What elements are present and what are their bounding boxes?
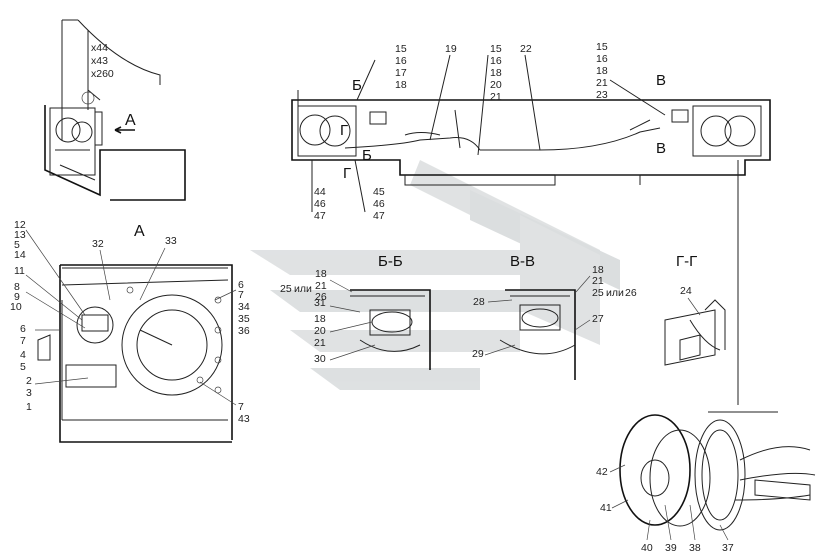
view-a-title: А (134, 223, 145, 240)
callout-15b: 15 (490, 43, 502, 55)
va-7c: 7 (238, 401, 244, 413)
callout-21c: 21 (596, 77, 608, 89)
section-gg: Г-Г 24 (664, 253, 726, 366)
d-42: 42 (596, 466, 608, 478)
bb-title: Б-Б (378, 253, 403, 270)
bb-21: 21 (315, 280, 327, 292)
callout-45: 45 (373, 186, 385, 198)
vv-28: 28 (473, 296, 485, 308)
va-6b: 6 (238, 279, 244, 291)
va-13: 13 (14, 229, 26, 241)
view-a: А 12 13 5 14 11 8 9 10 6 7 4 5 2 3 1 32 … (10, 219, 250, 443)
va-7a: 7 (20, 335, 26, 347)
va-2: 2 (26, 375, 32, 387)
main-top-view: Б В Г Б Г В 15 16 17 18 19 15 16 18 20 2… (291, 41, 778, 413)
callout-22: 22 (520, 43, 532, 55)
code-x260: x260 (91, 68, 114, 80)
va-11: 11 (14, 265, 25, 277)
va-36: 36 (238, 325, 250, 337)
callout-44: 44 (314, 186, 326, 198)
code-x43: x43 (91, 55, 108, 67)
vv-27: 27 (592, 313, 604, 325)
callout-46a: 46 (314, 198, 326, 210)
d-39: 39 (665, 542, 677, 554)
va-1: 1 (26, 401, 32, 413)
bb-26: 26 (315, 291, 327, 303)
va-3: 3 (26, 387, 32, 399)
bb-30: 30 (314, 353, 326, 365)
va-12: 12 (14, 219, 26, 231)
section-mark-v-bottom: В (656, 140, 666, 157)
section-mark-b-bottom: Б (362, 147, 372, 164)
d-41: 41 (600, 502, 612, 514)
va-8: 8 (14, 281, 20, 293)
callout-46b: 46 (373, 198, 385, 210)
callout-47a: 47 (314, 210, 326, 222)
detail-lamp: 42 41 40 39 38 37 (596, 414, 816, 554)
va-43: 43 (238, 413, 250, 425)
callout-18c: 18 (596, 65, 608, 77)
va-10: 10 (10, 301, 22, 313)
bb-18b: 18 (314, 313, 326, 325)
bb-20: 20 (314, 325, 326, 337)
watermark-logo (250, 160, 620, 390)
callout-19: 19 (445, 43, 457, 55)
va-6a: 6 (20, 323, 26, 335)
va-7b: 7 (238, 289, 244, 301)
callout-18a: 18 (395, 79, 407, 91)
top-left-view: x44 x43 x260 А (44, 19, 186, 201)
bb-21b: 21 (314, 337, 326, 349)
section-vv: В-В 18 21 25 или 26 28 27 29 (472, 253, 637, 380)
va-34: 34 (238, 301, 250, 313)
callout-47b: 47 (373, 210, 385, 222)
va-4: 4 (20, 349, 26, 361)
vv-26: 26 (625, 287, 637, 299)
callout-16b: 16 (490, 55, 502, 67)
d-40: 40 (641, 542, 653, 554)
va-5b: 5 (20, 361, 26, 373)
callout-16a: 16 (395, 55, 407, 67)
callout-15a: 15 (395, 43, 407, 55)
vv-18: 18 (592, 264, 604, 276)
va-5a: 5 (14, 239, 20, 251)
va-9: 9 (14, 291, 20, 303)
bb-25: 25 (280, 283, 292, 295)
va-32: 32 (92, 238, 104, 250)
vv-29: 29 (472, 348, 484, 360)
va-35: 35 (238, 313, 250, 325)
callout-17a: 17 (395, 67, 407, 79)
callout-18b: 18 (490, 67, 502, 79)
bb-or: или (294, 283, 312, 295)
vv-25: 25 (592, 287, 604, 299)
code-x44: x44 (91, 42, 108, 54)
gg-24: 24 (680, 285, 692, 297)
bb-18: 18 (315, 268, 327, 280)
callout-23c: 23 (596, 89, 608, 101)
section-mark-g-bottom: Г (343, 165, 351, 182)
callout-15c: 15 (596, 41, 608, 53)
callout-16c: 16 (596, 53, 608, 65)
view-arrow-label-a: А (125, 112, 136, 129)
vv-or: или (606, 287, 624, 299)
vv-title: В-В (510, 253, 535, 270)
section-bb: Б-Б 18 21 25 или 26 31 18 20 21 30 (280, 253, 431, 370)
va-33: 33 (165, 235, 177, 247)
d-37: 37 (722, 542, 734, 554)
callout-20b: 20 (490, 79, 502, 91)
gg-title: Г-Г (676, 253, 697, 270)
vv-21: 21 (592, 275, 604, 287)
bb-31: 31 (314, 297, 326, 309)
section-mark-v-top: В (656, 72, 666, 89)
section-mark-g-top: Г (340, 122, 348, 139)
section-mark-b-top: Б (352, 77, 362, 94)
va-14: 14 (14, 249, 26, 261)
d-38: 38 (689, 542, 701, 554)
callout-21b: 21 (490, 91, 502, 103)
